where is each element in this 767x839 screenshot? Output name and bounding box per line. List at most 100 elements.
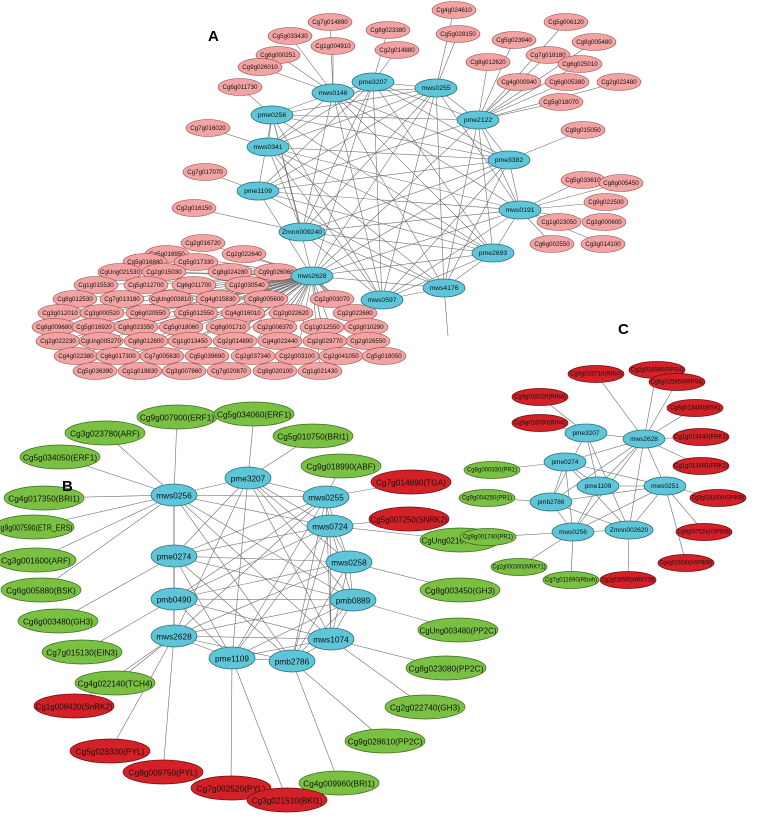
node-pme1109[interactable]: pme1109 — [576, 476, 620, 496]
node-cg7g015130-ein3[interactable]: Cg7g015130(EIN3) — [41, 639, 123, 665]
node-cg2g028590-wrky29[interactable]: Cg2g028590(WRKY29) — [599, 571, 657, 589]
node-cg2g026550[interactable]: Cg2g026550 — [345, 332, 391, 350]
node-cg6g003480-gh3[interactable]: Cg6g003480(GH3) — [17, 608, 99, 634]
node-pme3382[interactable]: pme3382 — [487, 150, 531, 170]
node-cg4g024610[interactable]: Cg4g024610 — [431, 1, 477, 19]
node-mws0597[interactable]: mws0597 — [360, 290, 404, 310]
node-mws0341[interactable]: mws0341 — [246, 137, 290, 157]
node-cg5g028330-pyl[interactable]: Cg5g028330(PYL) — [69, 738, 151, 764]
node-cg1g004910[interactable]: Cg1g004910 — [310, 37, 356, 55]
node-cg8g003450-gh3[interactable]: Cg8g003450(GH3) — [419, 577, 501, 603]
node-cg8g023080-pp2c[interactable]: Cg8g023080(PP2C) — [405, 655, 487, 681]
node-cg1g023050[interactable]: Cg1g023050 — [536, 213, 582, 231]
node-cg2g022230[interactable]: Cg2g022230 — [35, 332, 81, 350]
node-cg5g034050-erf1[interactable]: Cg5g034050(ERF1) — [19, 444, 101, 470]
node-cg5g010750-bri1[interactable]: Cg5g010750(BRI1) — [272, 423, 354, 449]
node-cg5g028150[interactable]: Cg5g028150 — [435, 25, 481, 43]
node-mws0255[interactable]: mws0255 — [414, 78, 458, 98]
node-pme3207[interactable]: pme3207 — [564, 423, 608, 443]
node-mws2628[interactable]: mws2628 — [622, 429, 666, 449]
node-cg5g007250-snrk2[interactable]: Cg5g007250(SNRK2) — [368, 506, 450, 532]
node-cg2g014890[interactable]: Cg2g014890 — [212, 332, 258, 350]
node-cg2g000300-wrky1[interactable]: Cg2g000300(WRKY1) — [490, 558, 548, 576]
node-cg8g005480[interactable]: Cg8g005480 — [571, 33, 617, 51]
node-cg9g007520-hsp90b[interactable]: Cg9g007520(HSP90B) — [675, 523, 733, 541]
node-cg2g022640[interactable]: Cg2g022640 — [221, 245, 267, 263]
node-cg5g018050[interactable]: Cg5g018050 — [361, 347, 407, 365]
node-cg3g021510-bki1[interactable]: Cg3g021510(BKI1) — [246, 787, 328, 813]
node-cg4g022140-tch4[interactable]: Cg4g022140(TCH4) — [74, 670, 156, 696]
node-cg9g018990-abf[interactable]: Cg9g018990(ABF) — [300, 453, 382, 479]
node-cg9g015050[interactable]: Cg9g015050 — [560, 121, 606, 139]
node-cg6g005380[interactable]: Cg6g005380 — [544, 73, 590, 91]
node-cg9g026010[interactable]: Cg9g026010 — [237, 58, 283, 76]
node-cg8g000330-pr1[interactable]: Cg8g000330(PR1) — [463, 461, 521, 479]
node-pme0274[interactable]: pme0274 — [543, 452, 587, 472]
node-cg1g013440-frk1[interactable]: Cg1g013440(FRK1) — [672, 428, 730, 446]
node-cg2g037340[interactable]: Cg2g037340 — [230, 347, 276, 365]
node-cg2g022740-gh3[interactable]: Cg2g022740(GH3) — [384, 694, 466, 720]
node-mws0724[interactable]: mws0724 — [306, 514, 354, 538]
node-mws0258[interactable]: mws0258 — [325, 550, 373, 574]
node-cg2g022480[interactable]: Cg2g022480 — [596, 73, 642, 91]
node-cg3g007860[interactable]: Cg3g007860 — [161, 362, 207, 380]
node-mws0191[interactable]: mws0191 — [498, 200, 542, 220]
node-cg7g018180[interactable]: Cg7g018180 — [525, 46, 571, 64]
node-cg5g018070[interactable]: Cg5g018070 — [538, 93, 584, 111]
node-mws0146[interactable]: mws0146 — [311, 83, 355, 103]
node-zmnn009240[interactable]: Zmnn009240 — [278, 222, 326, 242]
node-cg2g003100[interactable]: Cg2g003100 — [274, 347, 320, 365]
node-cg2g016150[interactable]: Cg2g016150 — [171, 199, 217, 217]
node-pme2122[interactable]: pme2122 — [456, 110, 500, 130]
node-mws2628[interactable]: mws2628 — [290, 266, 334, 286]
node-cg9g007590-etr-ers[interactable]: Cg9g007590(ETR_ERS) — [0, 514, 75, 540]
node-cg8g013480-bsk[interactable]: Cg8g013480(BSK) — [666, 399, 724, 417]
node-cg3g001600-arf[interactable]: Cg3g001600(ARF) — [0, 547, 77, 573]
node-pmb0490[interactable]: pmb0490 — [150, 587, 198, 611]
node-cg9g020100[interactable]: Cg9g020100 — [252, 362, 298, 380]
node-cg7g013180[interactable]: Cg7g013180 — [99, 290, 145, 308]
node-cg1g015530[interactable]: Cg1g015530 — [73, 276, 119, 294]
node-cg1g013460-frk1[interactable]: Cg1g013460(FRK1) — [672, 457, 730, 475]
node-cg5g033610[interactable]: Cg5g033610 — [560, 171, 606, 189]
node-cg6g017300[interactable]: Cg6g017300 — [95, 347, 141, 365]
node-cg7g011690-rboh[interactable]: Cg7g011690(Rboh) — [542, 571, 600, 589]
node-cg5g023940[interactable]: Cg5g023940 — [491, 31, 537, 49]
node-cg6g011700[interactable]: Cg6g011700 — [171, 276, 217, 294]
node-cg9g016020-rin4[interactable]: Cg9g016020(RIN4) — [511, 388, 569, 406]
node-mws0251[interactable]: mws0251 — [643, 476, 687, 496]
node-cg9g028610-pp2c[interactable]: Cg9g028610(PP2C) — [344, 728, 426, 754]
node-cg9g001740-pr1[interactable]: Cg9g001740(PR1) — [459, 528, 517, 546]
node-cg5g025850-rps4[interactable]: Cg5g025850(RPS4) — [648, 373, 706, 391]
node-cg7g014690-tga[interactable]: Cg7g014690(TGA) — [370, 469, 452, 495]
node-cg4g010030-hsp90b[interactable]: Cg4g010030(HSP90B) — [657, 554, 715, 572]
node-cg4g015830[interactable]: Cg4g015830 — [195, 290, 241, 308]
node-cgung005270[interactable]: CgUng005270 — [78, 332, 124, 350]
node-cg5g033430[interactable]: Cg5g033430 — [267, 27, 313, 45]
node-cg3g000600[interactable]: Cg3g000600 — [581, 213, 627, 231]
node-cg6g002550[interactable]: Cg6g002550 — [529, 235, 575, 253]
node-cg4g000940[interactable]: Cg4g000940 — [496, 73, 542, 91]
node-cg6g011730[interactable]: Cg6g011730 — [217, 78, 263, 96]
node-cg2g030540[interactable]: Cg2g030540 — [224, 276, 270, 294]
node-cg4g022440[interactable]: Cg4g022440 — [257, 332, 303, 350]
node-cg8g009750-pyl[interactable]: Cg8g009750(PYL) — [122, 759, 204, 785]
node-cg5g012700[interactable]: Cg5g012700 — [123, 276, 169, 294]
node-cg9g022500[interactable]: Cg9g022500 — [583, 193, 629, 211]
node-mws4176[interactable]: mws4176 — [422, 278, 466, 298]
node-cg3g023780-arf[interactable]: Cg3g023780(ARF) — [64, 420, 146, 446]
node-cg7g014890[interactable]: Cg7g014890 — [307, 13, 353, 31]
node-cg7g020870[interactable]: Cg7g020870 — [206, 362, 252, 380]
node-pme3207[interactable]: pme3207 — [351, 72, 395, 92]
node-pme0256[interactable]: pme0256 — [250, 105, 294, 125]
node-cg2g016720[interactable]: Cg2g016720 — [180, 234, 226, 252]
node-cg5g017330[interactable]: Cg5g017330 — [173, 253, 219, 271]
node-cg9g016030-rin4[interactable]: Cg9g016030(RIN4) — [511, 414, 569, 432]
node-cg5g006120[interactable]: Cg5g006120 — [543, 13, 589, 31]
node-cg1g021430[interactable]: Cg1g021430 — [297, 362, 343, 380]
node-cg1g013450[interactable]: Cg1g013450 — [167, 332, 213, 350]
node-pmb2786[interactable]: pmb2786 — [268, 649, 316, 673]
node-cg8g023380[interactable]: Cg8g023380 — [365, 21, 411, 39]
node-cg5g034060-erf1[interactable]: Cg5g034060(ERF1) — [213, 401, 295, 427]
node-pmb0889[interactable]: pmb0889 — [329, 588, 377, 612]
